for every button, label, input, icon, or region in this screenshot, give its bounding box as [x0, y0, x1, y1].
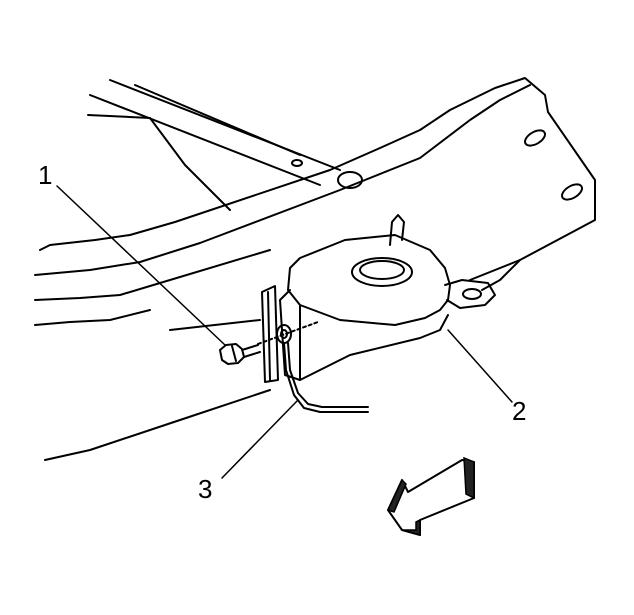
callout-2: 2 [512, 396, 527, 426]
leader-lines [57, 186, 512, 478]
wire-harness [277, 325, 368, 412]
sensor-bracket [262, 215, 495, 382]
leader-line-2 [448, 330, 512, 402]
callout-3: 3 [198, 474, 213, 504]
bolt [220, 322, 318, 364]
leader-line-1 [57, 186, 225, 345]
callout-1: 1 [38, 160, 53, 190]
leader-line-3 [222, 400, 298, 478]
frame-rail [35, 78, 595, 460]
front-direction-arrow-icon [388, 458, 474, 535]
